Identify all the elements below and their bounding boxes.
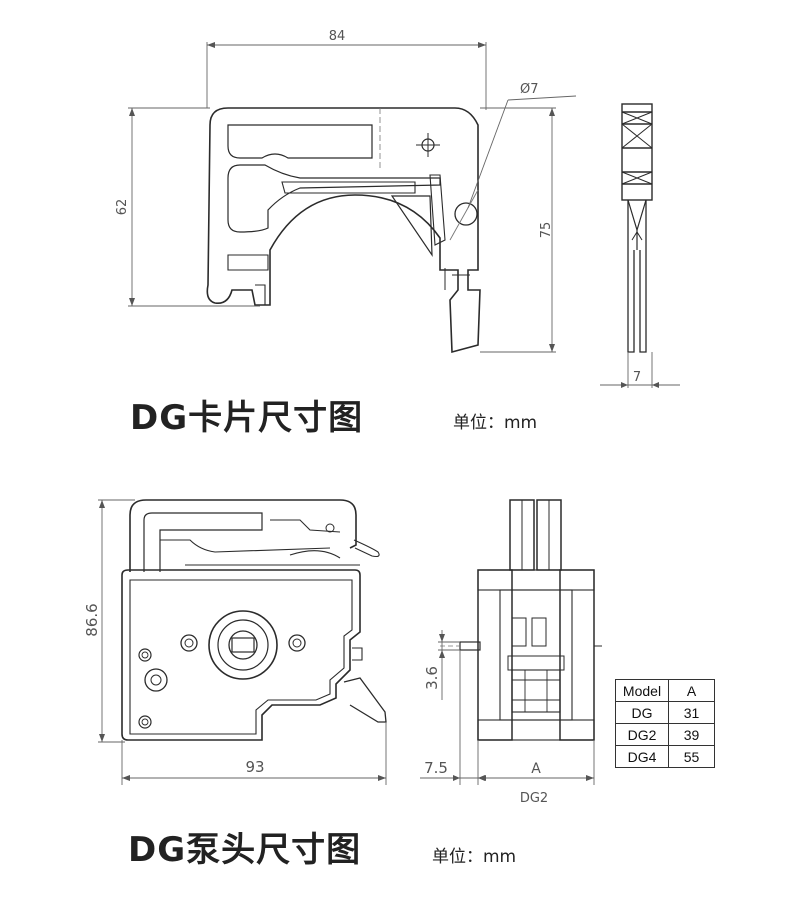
pump-head-side-arrows: [439, 634, 594, 781]
pump-head-height-dim: 86.6: [83, 603, 101, 636]
table-cell-model: DG: [615, 701, 669, 724]
table-cell-model: DG4: [615, 745, 669, 768]
pump-head-side-view: [440, 499, 602, 741]
pump-head-front-view: [121, 499, 387, 741]
table-cell-a: 39: [668, 723, 715, 746]
table-row: DG2 39: [615, 723, 715, 746]
clip-unit-label: 单位：mm: [453, 413, 538, 433]
pump-head-side-width-dim: A: [531, 761, 541, 777]
clip-side-dimension: [600, 352, 680, 388]
table-header-row: Model A: [615, 679, 715, 702]
clip-height-right-dim: 75: [539, 222, 554, 239]
table-row: DG4 55: [615, 745, 715, 768]
pump-head-front-dimensions: [98, 499, 387, 785]
table-row: DG 31: [615, 701, 715, 724]
clip-hole-diameter-dim: Ø7: [520, 82, 539, 97]
pump-head-width-dim: 93: [245, 758, 264, 776]
table-header-a: A: [668, 679, 715, 702]
clip-side-view: [621, 103, 653, 353]
table-cell-a: 31: [668, 701, 715, 724]
table-cell-model: DG2: [615, 723, 669, 746]
table-header-model: Model: [615, 679, 669, 702]
clip-dimension-arrows: [129, 42, 555, 352]
clip-dimension-lines: [128, 42, 577, 353]
clip-drawing-title: DG卡片尺寸图: [130, 398, 364, 438]
pump-head-unit-label: 单位：mm: [432, 847, 517, 867]
pump-head-front-arrows: [99, 500, 386, 781]
clip-side-dimension-arrows: [621, 382, 659, 388]
clip-height-left-dim: 62: [115, 199, 130, 216]
model-dimension-table: Model A DG 31 DG2 39 DG4 55: [615, 679, 715, 768]
pump-head-offset-small-dim: 3.6: [423, 666, 441, 690]
table-cell-a: 55: [668, 745, 715, 768]
clip-front-view: [206, 107, 481, 354]
pump-head-drawing-title: DG泵头尺寸图: [128, 830, 362, 870]
clip-width-dim: 84: [329, 29, 346, 44]
pump-head-side-model-label: DG2: [520, 791, 548, 806]
pump-head-offset-side-dim: 7.5: [424, 759, 448, 777]
clip-thickness-dim: 7: [633, 370, 641, 385]
